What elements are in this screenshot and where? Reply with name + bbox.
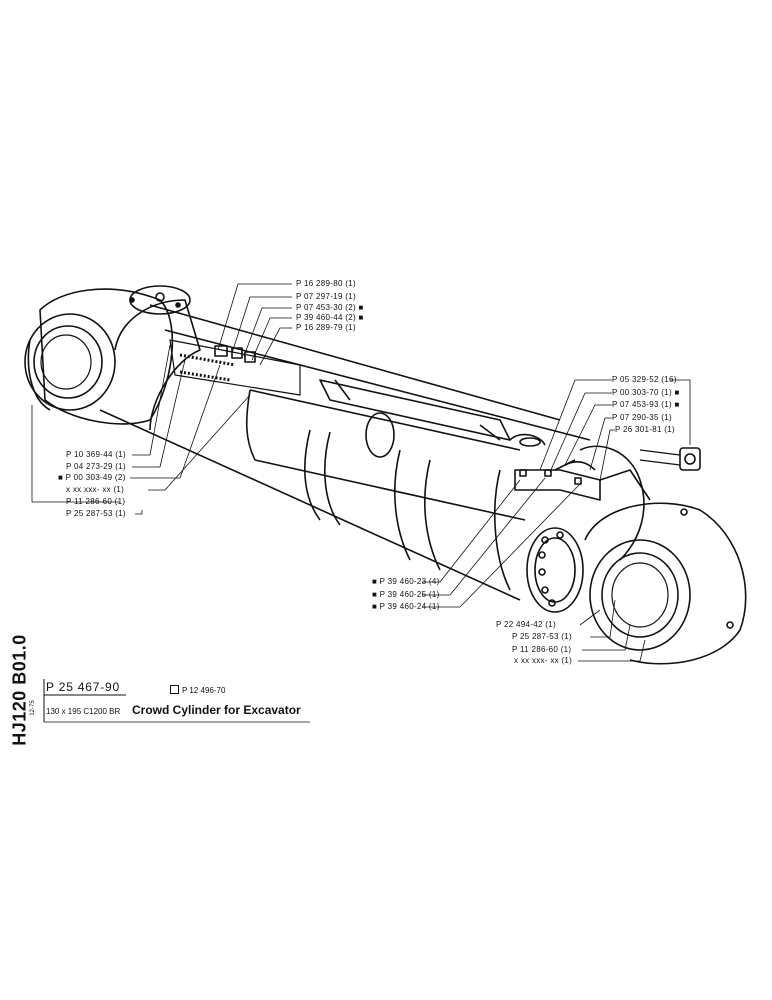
callout-label: P 39 460-44 (2) ■ <box>296 313 364 322</box>
checkbox-icon <box>170 685 179 694</box>
drawing-title: Crowd Cylinder for Excavator <box>132 703 301 717</box>
callout-label: P 11 286-60 (1) <box>512 645 572 654</box>
callout-label: P 07 290-35 (1) <box>612 413 672 422</box>
callout-label: P 16 289-79 (1) <box>296 323 356 332</box>
callout-label: P 26 301-81 (1) <box>615 425 675 434</box>
callout-label: ■ P 39 460-25 (1) <box>372 590 440 599</box>
part-number: P 25 467-90 <box>46 680 120 694</box>
callout-label: P 04 273-29 (1) <box>66 462 126 471</box>
callout-label: P 22 494-42 (1) <box>496 620 556 629</box>
alt-part-number-text: P 12 496-70 <box>182 686 226 695</box>
callout-label: ■ P 39 460-24 (1) <box>372 602 440 611</box>
callout-label: x xx xxx- xx (1) <box>514 656 573 665</box>
callout-label: P 07 453-30 (2) ■ <box>296 303 364 312</box>
callout-label: P 11 286-60 (1) <box>66 497 126 506</box>
callout-label: P 05 329-52 (16) <box>612 375 677 384</box>
spec-text: 130 x 195 C1200 BR <box>46 707 121 716</box>
callout-label: P 07 453-93 (1) ■ <box>612 400 680 409</box>
callout-label: P 25 287-53 (1) <box>512 632 572 641</box>
alt-part-number: P 12 496-70 <box>170 685 225 695</box>
callout-label: ■ P 00 303-49 (2) <box>58 473 126 482</box>
callout-label: P 07 297-19 (1) <box>296 292 356 301</box>
callout-label: P 16 289-80 (1) <box>296 279 356 288</box>
callout-label: P 10 369-44 (1) <box>66 450 126 459</box>
callout-label: P 25 287-53 (1) <box>66 509 126 518</box>
callout-label: ■ P 39 460-23 (4) <box>372 577 440 586</box>
callout-label: x xx xxx- xx (1) <box>66 485 125 494</box>
callout-label: P 00 303-70 (1) ■ <box>612 388 680 397</box>
date-code: 12-75 <box>30 700 36 716</box>
